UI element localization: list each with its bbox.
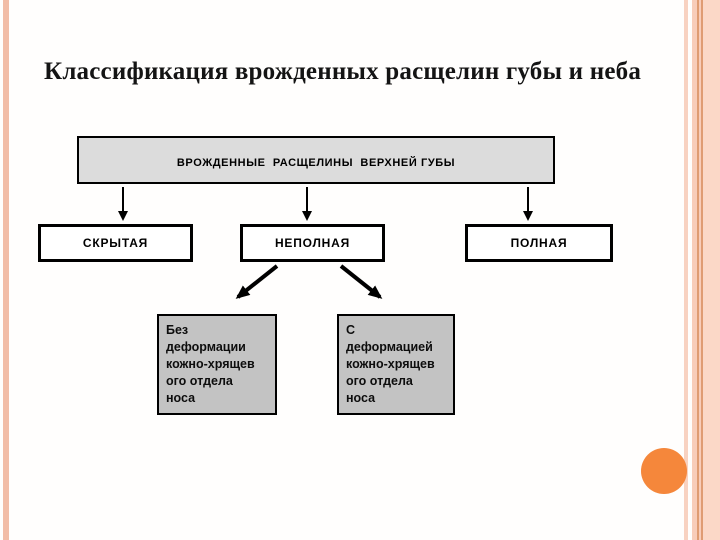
right-border-stripe-inner — [692, 0, 697, 540]
leaf-no-deformation: Без деформации кожно-хрящев ого отдела н… — [157, 314, 277, 415]
right-border-stripe-outer — [684, 0, 688, 540]
node-nepolnaya: НЕПОЛНАЯ — [240, 224, 385, 262]
accent-circle — [641, 448, 687, 494]
arrow-nepolnaya-to-no-deformation — [235, 264, 279, 299]
right-border-stripe-mid — [699, 0, 701, 540]
node-skrytaya: СКРЫТАЯ — [38, 224, 193, 262]
node-polnaya: ПОЛНАЯ — [465, 224, 613, 262]
node-root: ВРОЖДЕННЫЕ РАСЩЕЛИНЫ ВЕРХНЕЙ ГУБЫ — [77, 136, 555, 184]
right-border-line-a — [697, 0, 699, 540]
right-border-line-b — [701, 0, 703, 540]
left-border-stripe — [3, 0, 9, 540]
right-border-stripe-edge — [703, 0, 720, 540]
slide-title: Классификация врожденных расщелин губы и… — [44, 58, 642, 85]
arrow-nepolnaya-to-with-deformation — [339, 264, 383, 299]
leaf-with-deformation: С деформацией кожно-хрящев ого отдела но… — [337, 314, 455, 415]
